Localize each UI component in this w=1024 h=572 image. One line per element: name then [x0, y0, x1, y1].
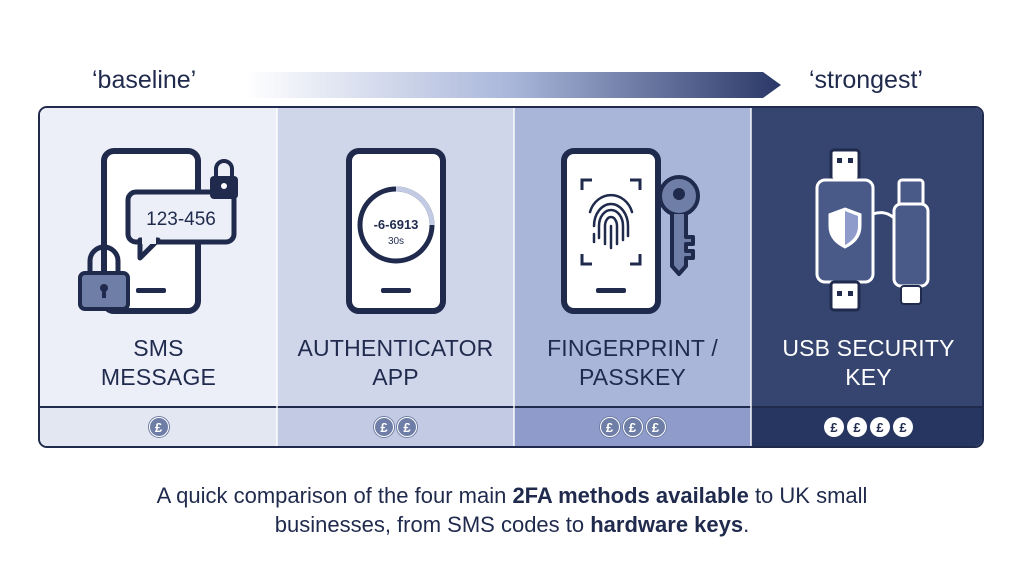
- fingerprint-key-icon: [561, 148, 700, 314]
- authenticator-caption-line2: APP: [372, 364, 419, 390]
- authenticator-cost-row: £ £: [277, 408, 514, 446]
- sms-caption: SMS MESSAGE: [40, 334, 277, 392]
- authenticator-timer-icon: -6-6913 30s: [346, 148, 446, 314]
- method-usb-key: USB SECURITY KEY £ £ £ £: [751, 108, 982, 446]
- pound-coin-icon: £: [645, 417, 666, 437]
- column-divider: [750, 108, 752, 446]
- method-authenticator: -6-6913 30s AUTHENTICATOR APP £ £: [277, 108, 514, 446]
- cost-divider: [751, 406, 982, 408]
- sms-cost-row: £: [40, 408, 277, 446]
- sms-caption-line1: SMS: [133, 335, 184, 361]
- sms-code-text: 123-456: [146, 209, 216, 230]
- usb-caption-line1: USB SECURITY: [782, 335, 955, 361]
- pound-coin-icon: £: [622, 417, 643, 437]
- pound-coin-icon: £: [148, 417, 169, 437]
- footer-bold-2fa: 2FA methods available: [512, 483, 749, 508]
- strength-gradient-arrow: [245, 72, 781, 98]
- usb-caption: USB SECURITY KEY: [751, 334, 982, 392]
- cost-divider: [514, 406, 751, 408]
- column-divider: [513, 108, 515, 446]
- usb-cost-row: £ £ £ £: [751, 408, 982, 446]
- column-divider: [276, 108, 278, 446]
- footer-line2: businesses, from SMS codes to hardware k…: [274, 512, 750, 537]
- authenticator-code-text: -6-6913: [374, 217, 419, 232]
- baseline-label: ‘baseline’: [92, 66, 197, 94]
- caption-footer: A quick comparison of the four main 2FA …: [0, 481, 1024, 539]
- fingerprint-caption: FINGERPRINT / PASSKEY: [514, 334, 751, 392]
- pound-coin-icon: £: [397, 417, 417, 437]
- sms-lock-icon: 123-456: [78, 148, 238, 314]
- fingerprint-caption-line2: PASSKEY: [578, 364, 687, 390]
- pound-coin-icon: £: [824, 417, 844, 437]
- pound-coin-icon: £: [374, 417, 394, 437]
- strongest-label: ‘strongest’: [809, 66, 923, 94]
- fingerprint-caption-line1: FINGERPRINT /: [547, 335, 718, 361]
- footer-bold-hardware: hardware keys: [590, 512, 744, 537]
- method-sms: 123-456 SMS MESSAGE £: [40, 108, 277, 446]
- authenticator-caption: AUTHENTICATOR APP: [277, 334, 514, 392]
- cost-divider: [40, 406, 277, 408]
- sms-caption-line2: MESSAGE: [100, 364, 217, 390]
- pound-coin-icon: £: [893, 417, 913, 437]
- authenticator-caption-line1: AUTHENTICATOR: [297, 335, 494, 361]
- pound-coin-icon: £: [870, 417, 890, 437]
- pound-coin-icon: £: [847, 417, 867, 437]
- cost-divider: [277, 406, 514, 408]
- fingerprint-cost-row: £ £ £: [514, 408, 751, 446]
- authenticator-timer-text: 30s: [388, 236, 404, 247]
- pound-coin-icon: £: [599, 417, 620, 437]
- method-fingerprint: FINGERPRINT / PASSKEY £ £ £: [514, 108, 751, 446]
- footer-line1: A quick comparison of the four main 2FA …: [156, 483, 868, 508]
- usb-security-key-icon: [815, 148, 930, 312]
- usb-caption-line2: KEY: [845, 364, 892, 390]
- comparison-panel: 123-456 SMS MESSAGE £ -6-6913: [38, 106, 984, 448]
